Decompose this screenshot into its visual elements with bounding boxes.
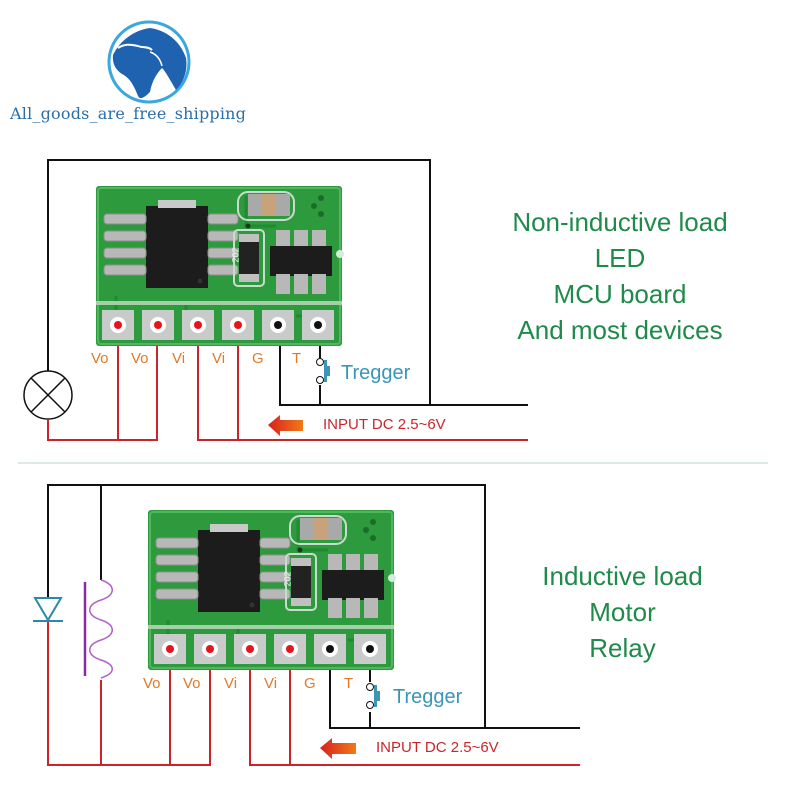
pin-label-t: T	[292, 350, 302, 367]
load-description-bottom: Inductive load Motor Relay	[500, 558, 745, 666]
resistor-marking: 202	[282, 571, 293, 587]
description-line: Motor	[589, 597, 656, 627]
globe-icon	[107, 20, 191, 104]
positive-wire-bottom	[47, 622, 580, 766]
diode-icon	[33, 597, 63, 622]
pin-label-vo: Vo	[131, 350, 149, 367]
pin-label-vo: Vo	[183, 675, 201, 692]
description-line: Relay	[589, 633, 656, 663]
switch-icon	[366, 683, 380, 709]
resistor-marking: 202	[230, 247, 241, 263]
description-line: Non-inductive load	[512, 207, 728, 237]
module-board-top	[94, 184, 346, 348]
coil-icon	[83, 579, 113, 679]
pin-label-g: G	[252, 350, 264, 367]
pin-label-vi: Vi	[224, 675, 238, 692]
pin-label-vo: Vo	[143, 675, 161, 692]
pin-label-g: G	[304, 675, 316, 692]
pin-label-vi: Vi	[264, 675, 278, 692]
switch-icon	[316, 358, 330, 384]
trigger-label: Tregger	[341, 362, 411, 384]
description-line: Inductive load	[542, 561, 703, 591]
input-arrow-icon	[268, 415, 303, 436]
description-line: MCU board	[553, 279, 687, 309]
pin-label-vi: Vi	[212, 350, 226, 367]
pin-label-vi: Vi	[172, 350, 186, 367]
ground-wire-bottom	[47, 484, 580, 729]
load-description-top: Non-inductive load LED MCU board And mos…	[480, 204, 760, 348]
module-board-bottom	[146, 508, 398, 672]
input-arrow-icon	[320, 738, 356, 759]
description-line: LED	[594, 243, 646, 273]
pin-label-vo: Vo	[91, 350, 109, 367]
brand-text: All_goods_are_free_shipping	[10, 104, 247, 123]
description-line: And most devices	[517, 315, 723, 345]
input-voltage-label: INPUT DC 2.5~6V	[376, 739, 499, 756]
pin-label-t: T	[344, 675, 354, 692]
input-voltage-label: INPUT DC 2.5~6V	[323, 416, 446, 433]
lamp-icon	[23, 370, 73, 420]
trigger-label: Tregger	[393, 686, 463, 708]
